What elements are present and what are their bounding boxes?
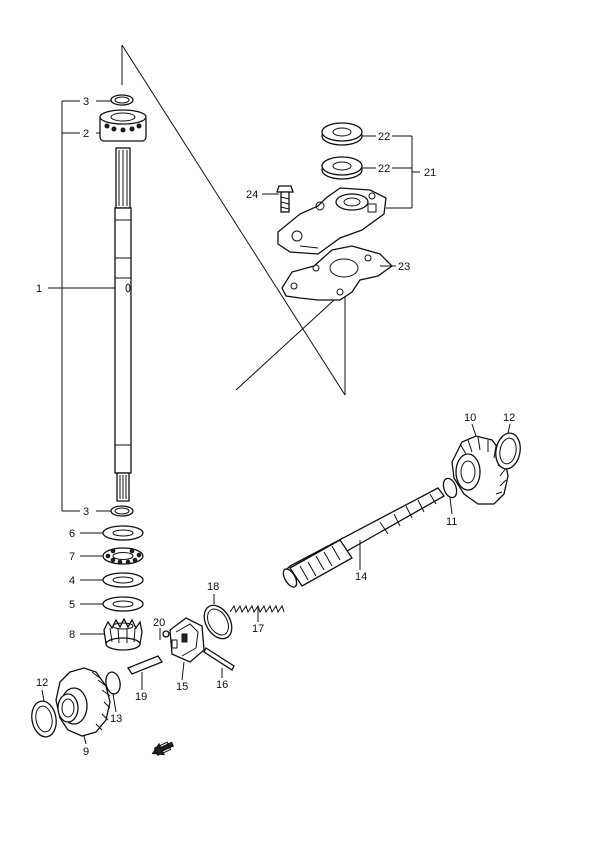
washer-12-left [31,700,57,738]
fwd-arrow-icon [151,741,174,757]
shim-5 [102,596,144,612]
thrust-washer-4 [102,572,144,588]
callout-12: 12 [36,677,48,689]
callout-7: 7 [69,551,75,563]
callout-8: 8 [69,629,75,641]
circlip-top [110,94,134,106]
shim-11 [442,477,458,499]
thrust-washer-6 [102,525,144,541]
callout-9: 9 [83,746,89,758]
propeller-shaft [282,487,445,588]
push-rod [127,655,163,675]
callout-17: 17 [252,623,264,635]
callout-1: 1 [36,283,42,295]
push-ring [203,604,233,640]
callout-3: 3 [83,96,89,108]
callout-5: 5 [69,599,75,611]
pinion-gear [103,617,143,651]
clutch-pin [203,647,235,671]
oil-seal-lower [321,156,363,180]
reverse-gear [451,435,509,505]
oil-seal-upper [321,122,363,146]
callout-12: 12 [503,412,515,424]
callout-21: 21 [424,167,436,179]
callout-3: 3 [83,506,89,518]
callout-20: 20 [153,617,165,629]
callout-22: 22 [378,163,390,175]
leader-lines [41,100,511,745]
inset-frame [121,44,346,396]
clutch-dog [169,617,205,663]
callout-19: 19 [135,691,147,703]
callout-14: 14 [355,571,367,583]
spring [229,604,285,614]
callout-15: 15 [176,681,188,693]
shim-13 [105,671,121,695]
callout-4: 4 [69,575,75,587]
callout-labels: 1 2 3 3 4 5 6 7 8 9 10 11 12 12 13 14 15… [36,96,515,758]
callout-16: 16 [216,679,228,691]
drive-shaft [114,147,132,502]
forward-gear [55,667,111,737]
gasket [281,245,394,301]
callout-11: 11 [446,516,457,528]
callout-18: 18 [207,581,219,593]
callout-2: 2 [83,128,89,140]
callout-6: 6 [69,528,75,540]
bearing [99,109,147,142]
callout-24: 24 [246,189,258,201]
bolt [276,185,294,213]
callout-23: 23 [398,261,410,273]
pin-20 [159,630,170,640]
callout-10: 10 [464,412,476,424]
washer-12-right [495,432,521,470]
thrust-bearing-7 [102,547,144,565]
callout-22: 22 [378,131,390,143]
pump-case [277,187,387,255]
callout-13: 13 [110,713,122,725]
